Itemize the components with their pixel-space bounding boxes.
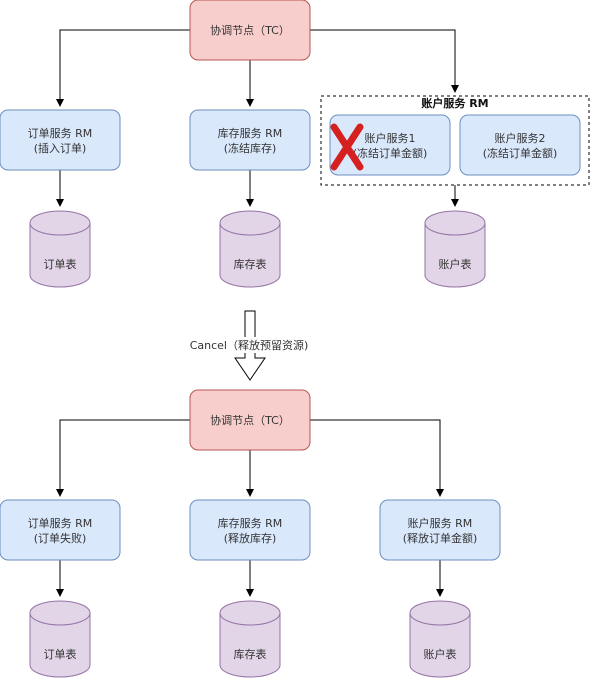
top-account-rm-2-action: (冻结订单金额)	[483, 146, 558, 160]
bottom-stock-rm-title: 库存服务 RM	[218, 516, 283, 530]
top-order-db: 订单表	[29, 210, 91, 288]
top-stock-db: 库存表	[219, 210, 281, 288]
bottom-order-rm-action: (订单失败)	[34, 531, 87, 545]
top-order-rm: 订单服务 RM (插入订单)	[0, 109, 121, 171]
cancel-transition-arrow: Cancel（释放预留资源)	[183, 310, 315, 381]
top-order-rm-title: 订单服务 RM	[28, 127, 93, 140]
top-stock-db-label: 库存表	[234, 257, 267, 271]
top-order-db-label: 订单表	[44, 257, 77, 271]
bottom-connectors	[56, 419, 444, 597]
top-account-rm-group: 账户服务 RM	[320, 95, 590, 186]
top-stock-rm-title: 库存服务 RM	[218, 126, 283, 140]
top-connectors	[56, 29, 459, 207]
bottom-account-rm-action: (释放订单金额)	[403, 531, 478, 545]
bottom-order-db: 订单表	[29, 600, 91, 678]
top-account-group-title: 账户服务 RM	[421, 96, 488, 110]
bottom-stock-rm: 库存服务 RM (释放库存)	[189, 499, 311, 561]
bottom-order-db-label: 订单表	[44, 647, 77, 661]
bottom-stock-rm-action: (释放库存)	[224, 531, 277, 545]
top-tc-node: 协调节点（TC）	[189, 0, 311, 61]
bottom-tc-node: 协调节点（TC）	[189, 389, 311, 451]
bottom-order-rm-title: 订单服务 RM	[28, 517, 93, 530]
top-account-rm-2: 账户服务2 (冻结订单金额)	[459, 114, 581, 176]
bottom-account-rm-title: 账户服务 RM	[408, 516, 473, 530]
top-account-db: 账户表	[424, 210, 486, 288]
bottom-stock-db-label: 库存表	[234, 647, 267, 661]
cancel-transition-label: Cancel（释放预留资源)	[190, 338, 309, 352]
bottom-account-db: 账户表	[409, 600, 471, 678]
bottom-account-rm: 账户服务 RM (释放订单金额)	[379, 499, 501, 561]
top-tc-label: 协调节点（TC）	[210, 23, 290, 37]
top-account-rm-2-title: 账户服务2	[495, 131, 546, 145]
bottom-order-rm: 订单服务 RM (订单失败)	[0, 499, 121, 561]
top-stock-rm-action: (冻结库存)	[224, 141, 277, 155]
top-stock-rm: 库存服务 RM (冻结库存)	[189, 109, 311, 171]
bottom-tc-label: 协调节点（TC）	[210, 413, 290, 427]
top-account-db-label: 账户表	[439, 257, 472, 271]
bottom-stock-db: 库存表	[219, 600, 281, 678]
top-account-rm-1-action: (冻结订单金额)	[353, 146, 428, 160]
top-order-rm-action: (插入订单)	[34, 141, 87, 155]
top-account-rm-1-title: 账户服务1	[365, 131, 416, 145]
bottom-account-db-label: 账户表	[424, 647, 457, 661]
failure-x-icon	[330, 123, 364, 171]
